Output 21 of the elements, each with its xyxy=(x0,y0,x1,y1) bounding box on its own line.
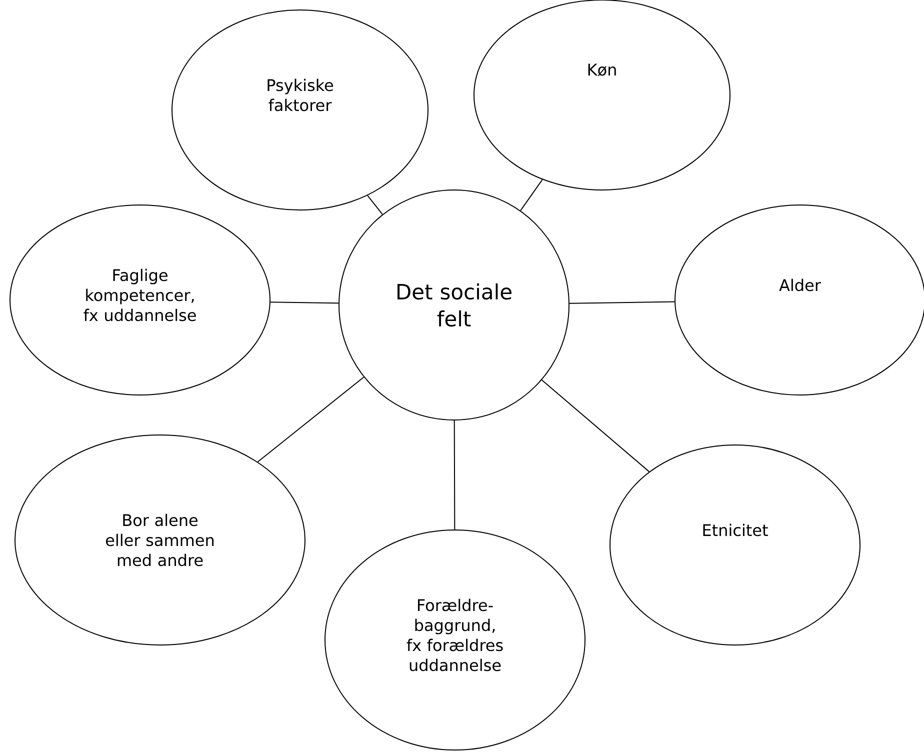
node-text: Forældre- baggrund, fx forældres uddannelse xyxy=(406,598,503,672)
central-circle xyxy=(338,190,570,420)
connector-line xyxy=(520,179,543,212)
topic-ellipse xyxy=(324,530,586,750)
connector-line xyxy=(270,302,340,304)
node-text: Det sociale felt xyxy=(398,283,512,327)
node-text: Faglige kompetencer, fx uddannelse xyxy=(84,268,196,322)
connector-line xyxy=(541,380,650,472)
topic-ellipse xyxy=(172,10,428,210)
node-text: Alder xyxy=(779,278,821,292)
node-text: Psykiske faktorer xyxy=(268,78,334,112)
topic-ellipse xyxy=(14,434,306,646)
node-text: Etnicitet xyxy=(703,524,768,536)
connector-line xyxy=(569,301,676,304)
connector-line xyxy=(367,195,383,215)
connector-line xyxy=(257,376,364,462)
topic-ellipse xyxy=(610,444,860,646)
node-text: Køn xyxy=(588,64,616,76)
topic-ellipse xyxy=(10,204,270,396)
node-text: Bor alene eller sammen med andre xyxy=(106,514,214,566)
connector-line xyxy=(454,420,456,530)
